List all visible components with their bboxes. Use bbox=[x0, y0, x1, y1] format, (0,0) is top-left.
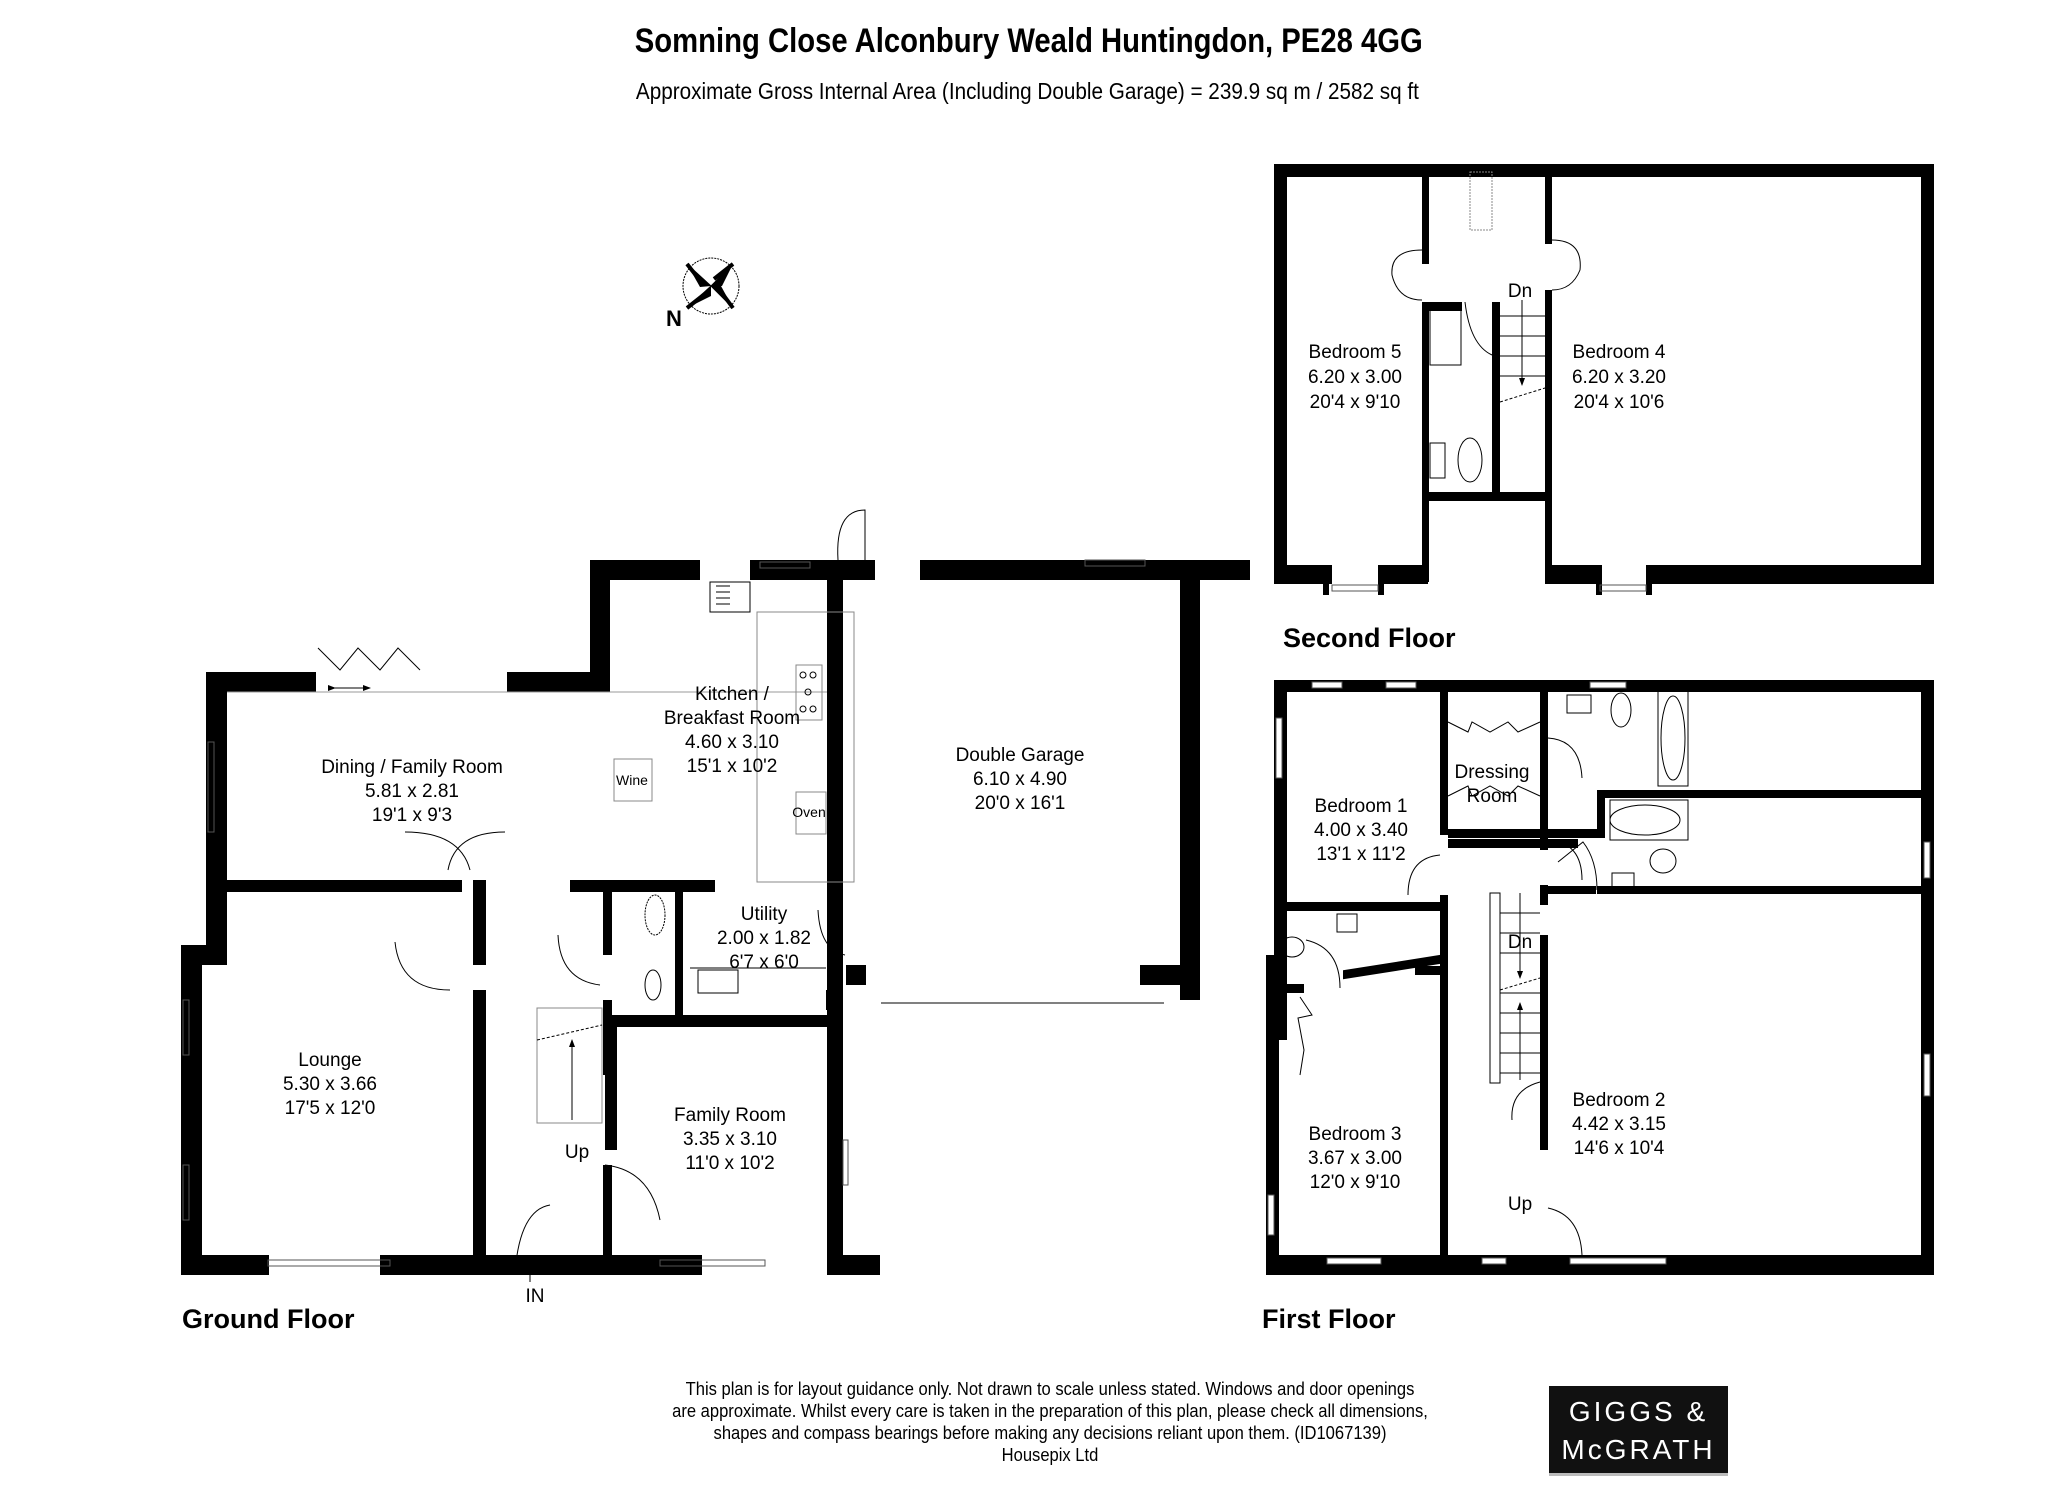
ground-floor-plan bbox=[181, 560, 1250, 1275]
gross-area-subtitle: Approximate Gross Internal Area (Includi… bbox=[635, 78, 1419, 104]
entrance-label: IN bbox=[526, 1286, 545, 1307]
svg-text:3.67 x 3.00: 3.67 x 3.00 bbox=[1308, 1148, 1402, 1169]
svg-text:2.00 x 1.82: 2.00 x 1.82 bbox=[717, 928, 811, 949]
svg-text:13'1 x 11'2: 13'1 x 11'2 bbox=[1316, 844, 1405, 865]
room-name-dining: Dining / Family Room bbox=[321, 757, 503, 778]
agency-logo: GIGGS & McGRATH bbox=[1549, 1386, 1728, 1476]
ground-floor-labels: Dining / Family Room 5.81 x 2.81 19'1 x … bbox=[182, 684, 1084, 1334]
svg-text:6.20 x 3.20: 6.20 x 3.20 bbox=[1572, 367, 1666, 388]
stairs-down-label: Dn bbox=[1508, 281, 1532, 302]
ground-floor-fixtures bbox=[182, 509, 1164, 1282]
room-name-bedroom-5: Bedroom 5 bbox=[1309, 342, 1402, 363]
svg-text:4.00 x 3.40: 4.00 x 3.40 bbox=[1314, 820, 1408, 841]
svg-text:20'4 x 10'6: 20'4 x 10'6 bbox=[1574, 392, 1665, 413]
stairs-up-label: Up bbox=[565, 1142, 589, 1163]
svg-text:6'7 x 6'0: 6'7 x 6'0 bbox=[729, 952, 799, 973]
second-floor-plan bbox=[1274, 164, 1934, 595]
second-floor-fixtures bbox=[1331, 171, 1647, 592]
first-floor-plan bbox=[1266, 680, 1934, 1275]
first-floor-labels: Bedroom 1 4.00 x 3.40 13'1 x 11'2 Dressi… bbox=[1262, 762, 1666, 1334]
room-name-bedroom-1: Bedroom 1 bbox=[1315, 796, 1408, 817]
wine-cooler-label: Wine bbox=[616, 772, 648, 788]
svg-text:17'5 x 12'0: 17'5 x 12'0 bbox=[285, 1098, 376, 1119]
page-title: Somning Close Alconbury Weald Huntingdon… bbox=[634, 22, 1423, 60]
svg-text:20'4 x 9'10: 20'4 x 9'10 bbox=[1310, 392, 1401, 413]
room-name-family-room: Family Room bbox=[674, 1105, 786, 1126]
stairs-up-label: Up bbox=[1508, 1194, 1532, 1215]
svg-text:4.60 x 3.10: 4.60 x 3.10 bbox=[685, 732, 779, 753]
room-name-garage: Double Garage bbox=[956, 745, 1085, 766]
room-name-bedroom-3: Bedroom 3 bbox=[1309, 1124, 1402, 1145]
first-floor-fixtures bbox=[1267, 681, 1931, 1265]
svg-text:12'0 x 9'10: 12'0 x 9'10 bbox=[1310, 1172, 1401, 1193]
second-floor-labels: Bedroom 5 6.20 x 3.00 20'4 x 9'10 Bedroo… bbox=[1283, 281, 1666, 653]
floor-label-second: Second Floor bbox=[1283, 623, 1456, 653]
room-name-dressing-room: Dressing bbox=[1455, 762, 1530, 783]
floor-label-ground: Ground Floor bbox=[182, 1304, 355, 1334]
compass-rose-icon bbox=[682, 257, 740, 315]
room-name-bedroom-2: Bedroom 2 bbox=[1573, 1090, 1666, 1111]
svg-text:14'6 x 10'4: 14'6 x 10'4 bbox=[1574, 1138, 1665, 1159]
svg-text:15'1 x 10'2: 15'1 x 10'2 bbox=[687, 756, 778, 777]
room-name-bedroom-4: Bedroom 4 bbox=[1573, 342, 1666, 363]
room-name-utility: Utility bbox=[741, 904, 788, 925]
svg-text:6.10 x 4.90: 6.10 x 4.90 bbox=[973, 769, 1067, 790]
floor-label-first: First Floor bbox=[1262, 1304, 1396, 1334]
svg-text:19'1 x 9'3: 19'1 x 9'3 bbox=[372, 805, 452, 826]
room-name-kitchen: Kitchen / bbox=[695, 684, 770, 705]
svg-text:20'0 x 16'1: 20'0 x 16'1 bbox=[975, 793, 1066, 814]
svg-text:5.81 x 2.81: 5.81 x 2.81 bbox=[365, 781, 459, 802]
svg-text:4.42 x 3.15: 4.42 x 3.15 bbox=[1572, 1114, 1666, 1135]
compass-north-label: N bbox=[666, 306, 682, 331]
svg-text:6.20 x 3.00: 6.20 x 3.00 bbox=[1308, 367, 1402, 388]
svg-text:Room: Room bbox=[1467, 786, 1518, 807]
svg-text:11'0 x 10'2: 11'0 x 10'2 bbox=[685, 1153, 774, 1174]
svg-text:5.30 x 3.66: 5.30 x 3.66 bbox=[283, 1074, 377, 1095]
svg-text:Breakfast Room: Breakfast Room bbox=[664, 708, 800, 729]
room-name-lounge: Lounge bbox=[298, 1050, 361, 1071]
stairs-down-label: Dn bbox=[1508, 932, 1532, 953]
disclaimer: This plan is for layout guidance only. N… bbox=[672, 1379, 1428, 1465]
oven-label: Oven bbox=[792, 804, 825, 820]
svg-text:3.35 x 3.10: 3.35 x 3.10 bbox=[683, 1129, 777, 1150]
